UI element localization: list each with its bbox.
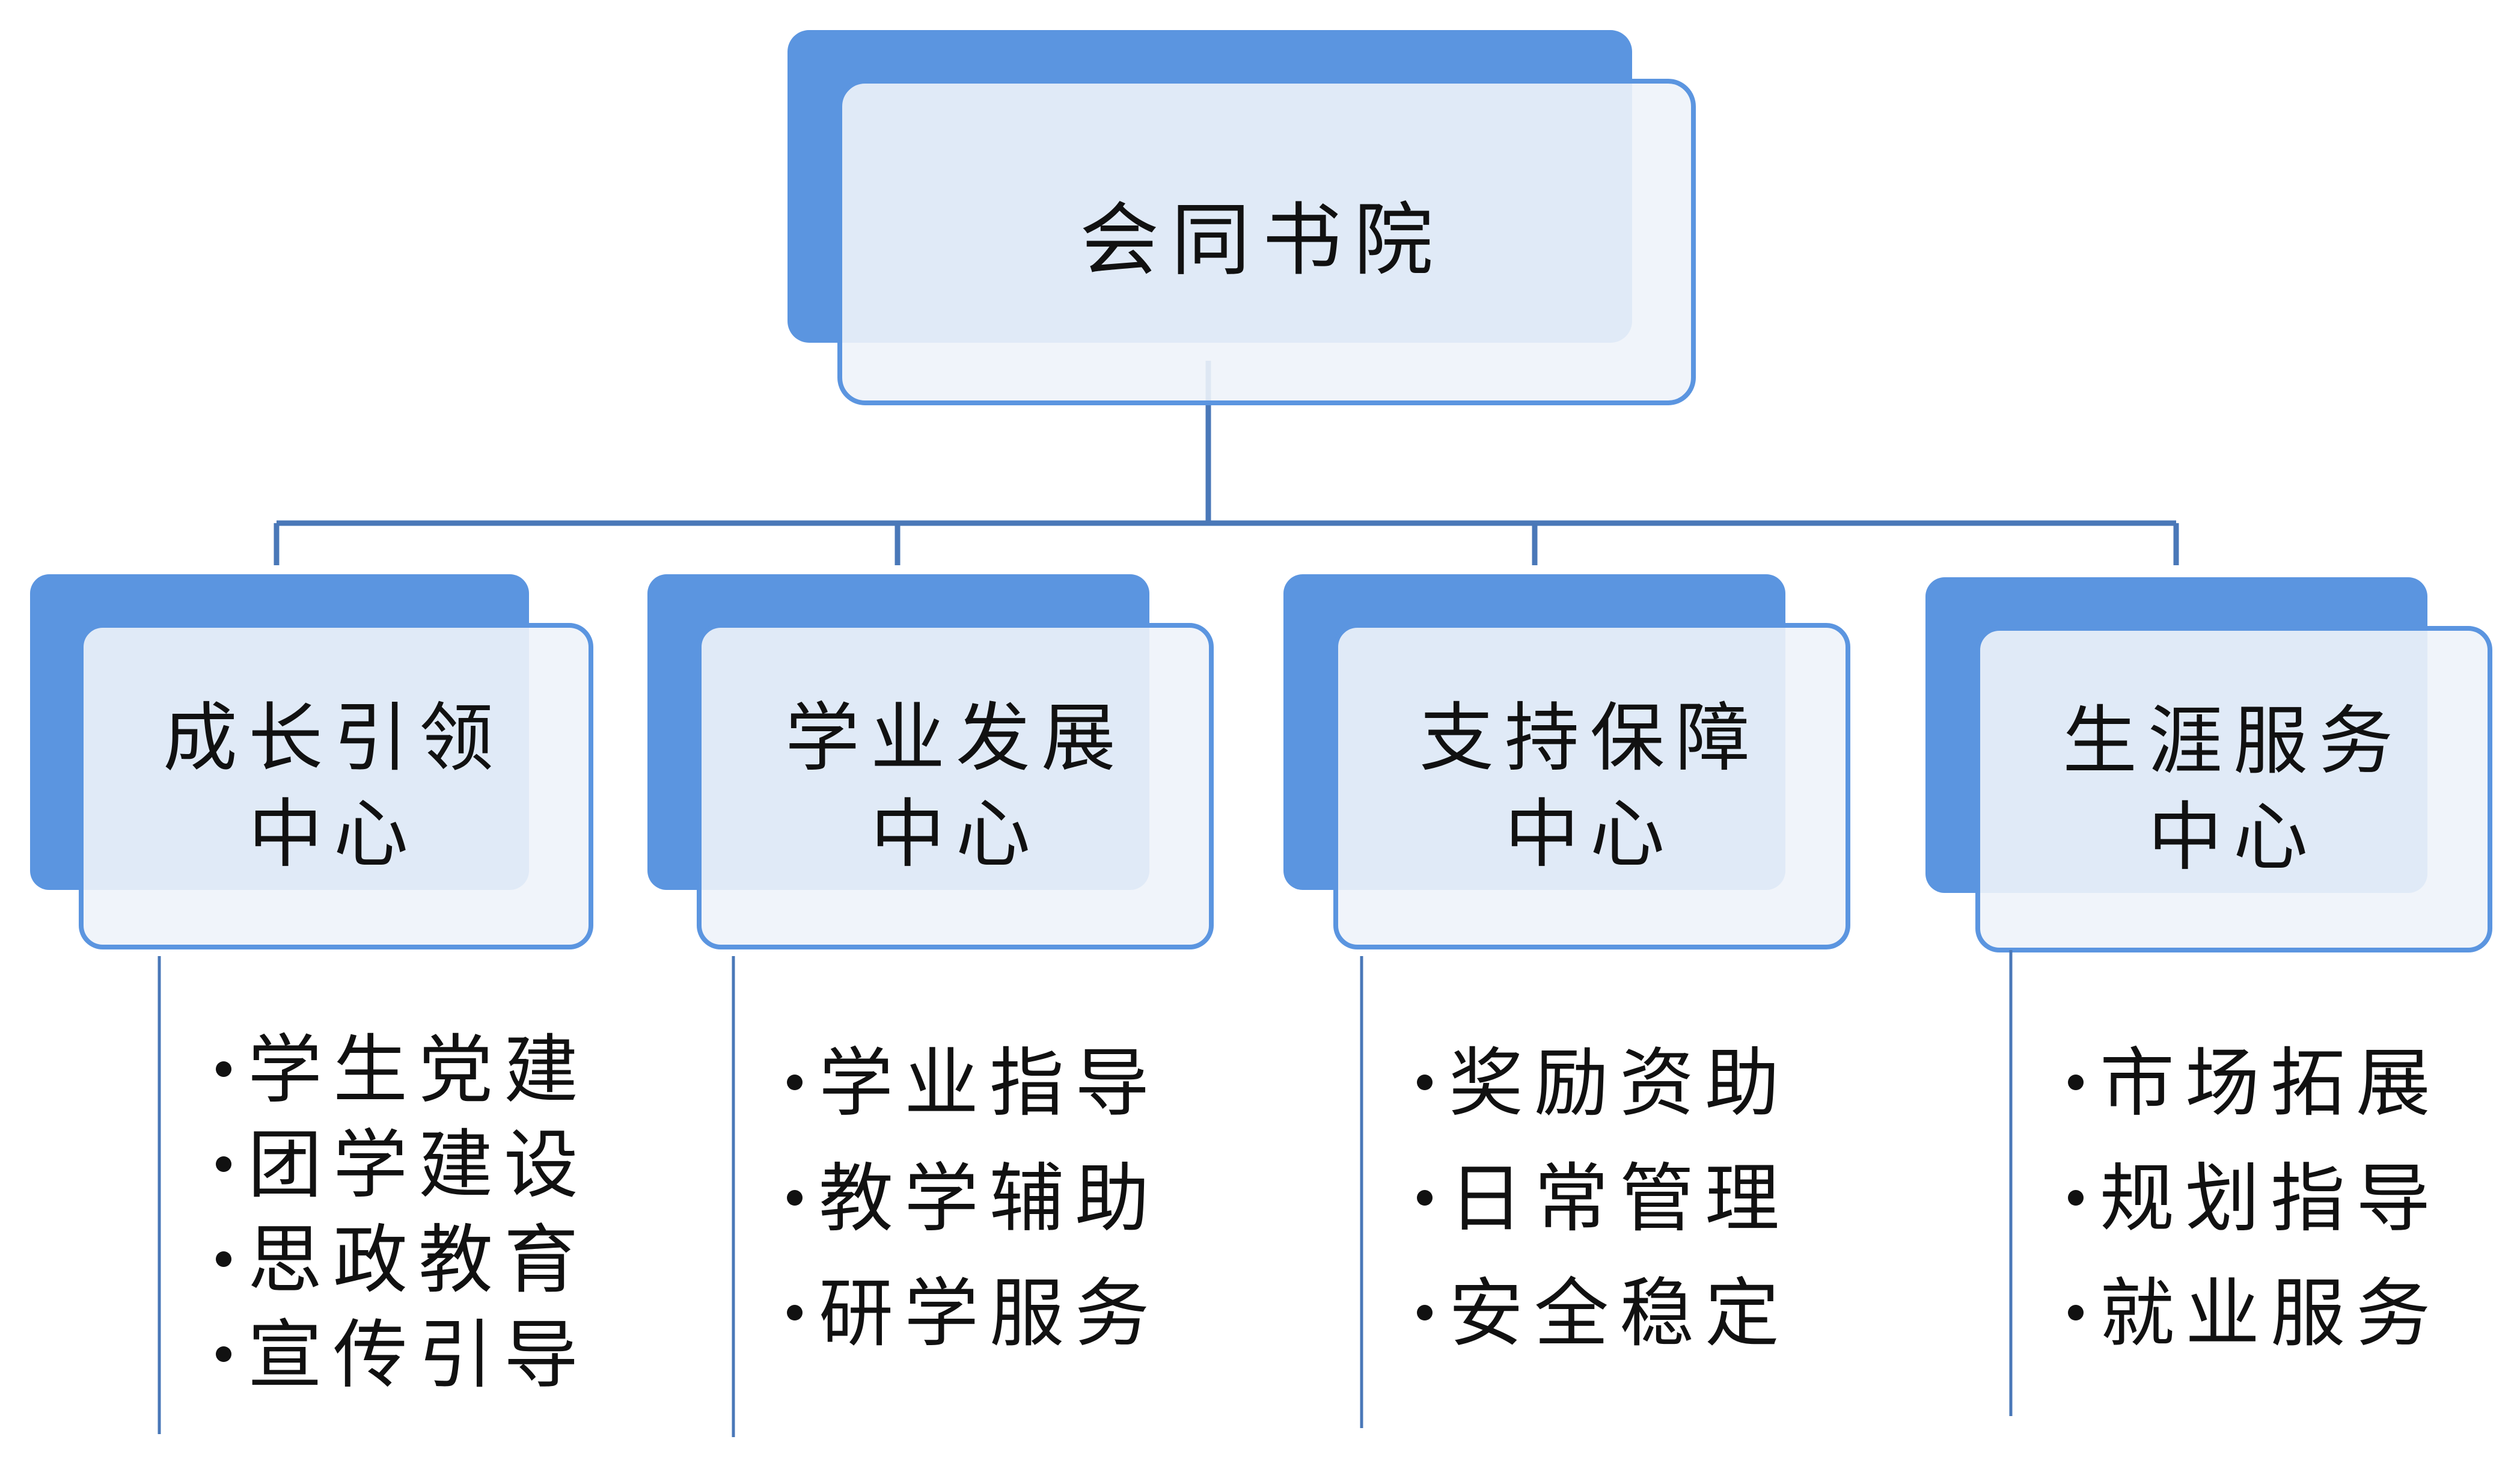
center-suffix: 中心 <box>248 791 419 878</box>
bullet-icon <box>787 1190 803 1206</box>
item-label: 日常管理 <box>1449 1156 1790 1242</box>
list-item: 教学辅助 <box>787 1156 1160 1242</box>
center-box <box>697 623 1214 949</box>
bullet-icon <box>2068 1190 2084 1206</box>
list-item: 宣传引导 <box>216 1312 589 1399</box>
item-list-4: 市场拓展 规划指导 就业服务 <box>2068 1040 2441 1357</box>
center-suffix: 中心 <box>2148 794 2319 881</box>
center-node-1: 成长引领 中心 <box>30 574 593 949</box>
list-item: 市场拓展 <box>2068 1040 2441 1127</box>
item-list-1: 学生党建 团学建设 思政教育 宣传引导 <box>216 1027 589 1399</box>
bullet-icon <box>2068 1075 2084 1090</box>
bullet-icon <box>1417 1305 1433 1320</box>
bullet-icon <box>1417 1190 1433 1206</box>
bullet-icon <box>216 1061 231 1077</box>
item-label: 宣传引导 <box>248 1312 589 1399</box>
item-label: 就业服务 <box>2100 1271 2441 1357</box>
bullet-icon <box>1417 1075 1433 1090</box>
list-item: 学生党建 <box>216 1027 589 1114</box>
item-label: 团学建设 <box>248 1122 589 1209</box>
branch-lines <box>158 950 2013 1437</box>
list-item: 安全稳定 <box>1417 1271 1790 1357</box>
list-item: 团学建设 <box>216 1122 589 1209</box>
root-node: 会同书院 <box>788 30 1696 405</box>
center-box <box>79 623 593 949</box>
center-box <box>1975 626 2492 952</box>
root-box <box>837 79 1696 405</box>
list-item: 奖励资助 <box>1417 1040 1790 1127</box>
list-item: 规划指导 <box>2068 1156 2441 1242</box>
bullet-icon <box>787 1075 803 1090</box>
bullet-icon <box>216 1156 231 1172</box>
list-item: 研学服务 <box>787 1271 1160 1357</box>
item-label: 思政教育 <box>248 1217 589 1304</box>
item-list-3: 奖励资助 日常管理 安全稳定 <box>1417 1040 1790 1357</box>
item-label: 学业指导 <box>819 1040 1160 1127</box>
center-node-3: 支持保障 中心 <box>1283 574 1850 949</box>
item-label: 研学服务 <box>819 1271 1160 1357</box>
list-item: 思政教育 <box>216 1217 589 1304</box>
item-list-2: 学业指导 教学辅助 研学服务 <box>787 1040 1160 1357</box>
center-title: 生涯服务 <box>2063 698 2404 785</box>
center-box <box>1333 623 1850 949</box>
root-label: 会同书院 <box>1080 194 1445 287</box>
bullet-icon <box>216 1346 231 1362</box>
center-title: 学业发展 <box>785 695 1127 782</box>
center-node-4: 生涯服务 中心 <box>1925 577 2492 952</box>
list-item: 就业服务 <box>2068 1271 2441 1357</box>
list-item: 学业指导 <box>787 1040 1160 1127</box>
item-label: 市场拓展 <box>2100 1040 2441 1127</box>
center-suffix: 中心 <box>870 791 1041 878</box>
bullet-icon <box>216 1251 231 1267</box>
list-item: 日常管理 <box>1417 1156 1790 1242</box>
center-title: 支持保障 <box>1419 695 1761 782</box>
center-suffix: 中心 <box>1505 791 1675 878</box>
center-title: 成长引领 <box>163 695 504 782</box>
connectors <box>274 361 2179 565</box>
item-label: 教学辅助 <box>819 1156 1160 1242</box>
bullet-icon <box>2068 1305 2084 1320</box>
bullet-icon <box>787 1305 803 1320</box>
item-label: 学生党建 <box>248 1027 589 1114</box>
item-label: 奖励资助 <box>1449 1040 1790 1127</box>
item-label: 规划指导 <box>2100 1156 2441 1242</box>
item-label: 安全稳定 <box>1449 1271 1790 1357</box>
center-node-2: 学业发展 中心 <box>647 574 1214 949</box>
